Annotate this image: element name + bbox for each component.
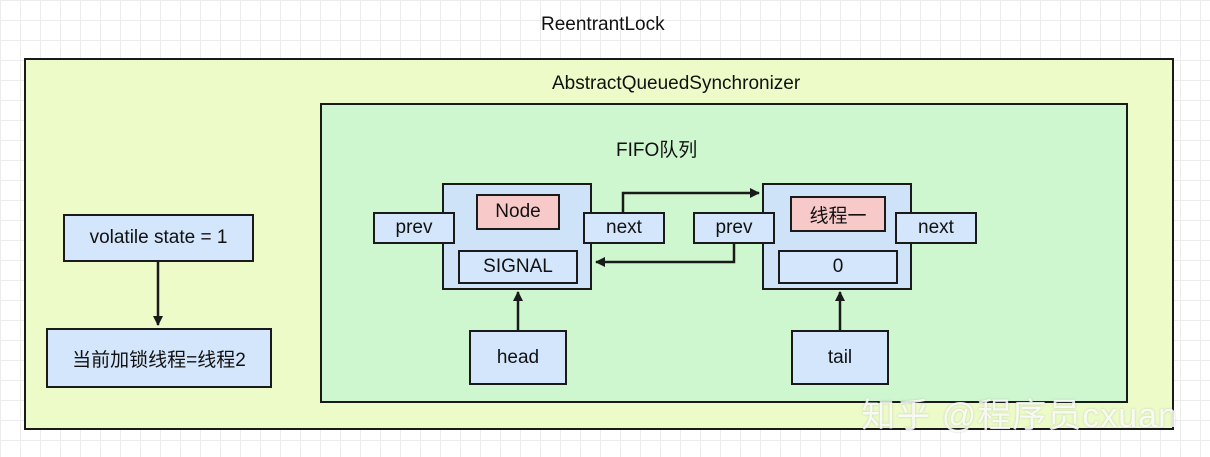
head-pointer-box: head xyxy=(469,330,567,385)
watermark-text: 知乎 @程序员cxuan xyxy=(861,397,1178,435)
node-1-next: next xyxy=(583,212,665,244)
node-1-wait-status: SIGNAL xyxy=(458,250,578,284)
node-1-prev: prev xyxy=(373,212,455,244)
state-box: volatile state = 1 xyxy=(63,214,254,262)
owner-thread-box: 当前加锁线程=线程2 xyxy=(46,328,272,388)
aqs-title: AbstractQueuedSynchronizer xyxy=(552,73,801,94)
node-2-prev: prev xyxy=(693,212,775,244)
tail-pointer-box: tail xyxy=(791,330,889,385)
fifo-queue-title: FIFO队列 xyxy=(616,140,698,161)
node-2-name: 线程一 xyxy=(790,196,886,232)
reentrant-lock-title: ReentrantLock xyxy=(541,14,665,35)
node-2-wait-status: 0 xyxy=(778,250,898,284)
node-2-next: next xyxy=(895,212,977,244)
node-1-name: Node xyxy=(476,194,560,230)
